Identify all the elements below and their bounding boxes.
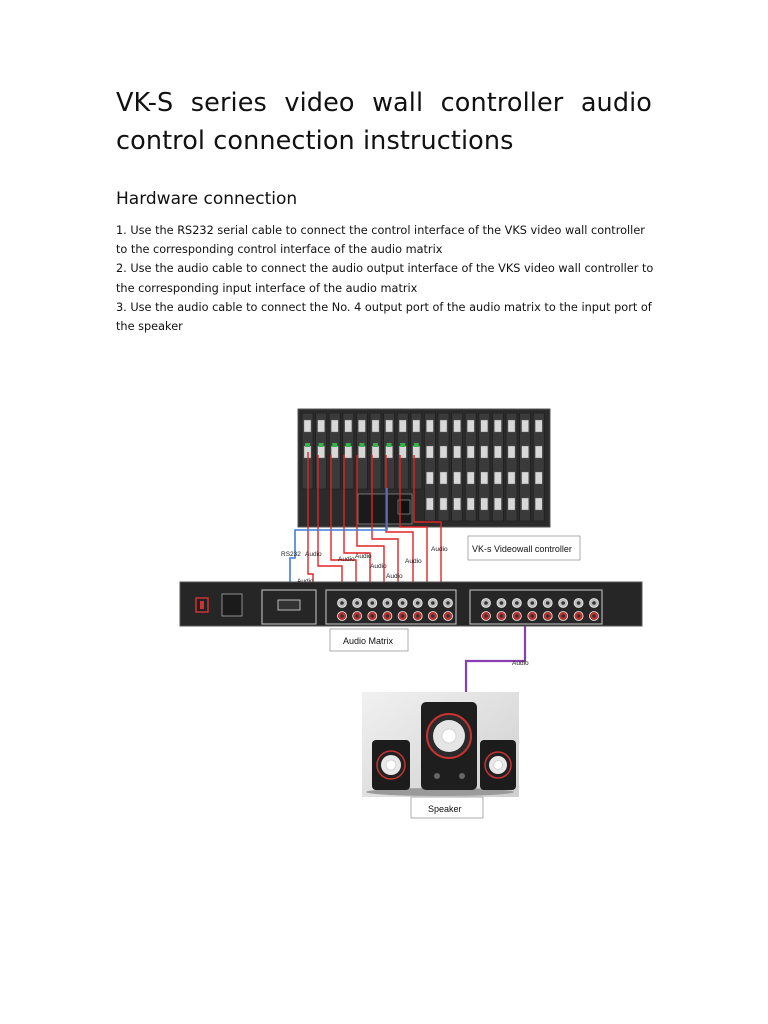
speaker-image [362,692,519,797]
audio-cable-label: Audio [338,556,355,563]
audio-matrix-image [179,581,643,627]
controller-label: VK-s Videowall controller [472,544,572,554]
document-title: VK-S series video wall controller audio … [116,88,652,156]
audio-cables [307,452,442,598]
audio-cable-label: Audio [512,660,529,667]
audio-cable-label: Audio [405,558,422,565]
section-heading: Hardware connection [116,189,298,209]
audio-cable-label: Audio [370,563,387,570]
audio-matrix-label: Audio Matrix [343,636,394,646]
audio-cable-label: Audio [355,553,372,560]
speaker-cable [464,610,527,692]
speaker-label: Speaker [428,804,462,814]
audio-cable-label: Audio [386,573,403,580]
step-3: 3. Use the audio cable to connect the No… [116,300,652,334]
rs232-cable [289,488,388,598]
audio-cable-label: Audio [305,551,322,558]
rs232-cable-label: RS232 [281,551,301,558]
instruction-steps: 1. Use the RS232 serial cable to connect… [116,221,656,336]
videowall-controller-image [297,408,551,528]
step-2: 2. Use the audio cable to connect the au… [116,262,654,295]
audio-cable-label: Audio [431,546,448,553]
step-1: 1. Use the RS232 serial cable to connect… [116,224,645,257]
